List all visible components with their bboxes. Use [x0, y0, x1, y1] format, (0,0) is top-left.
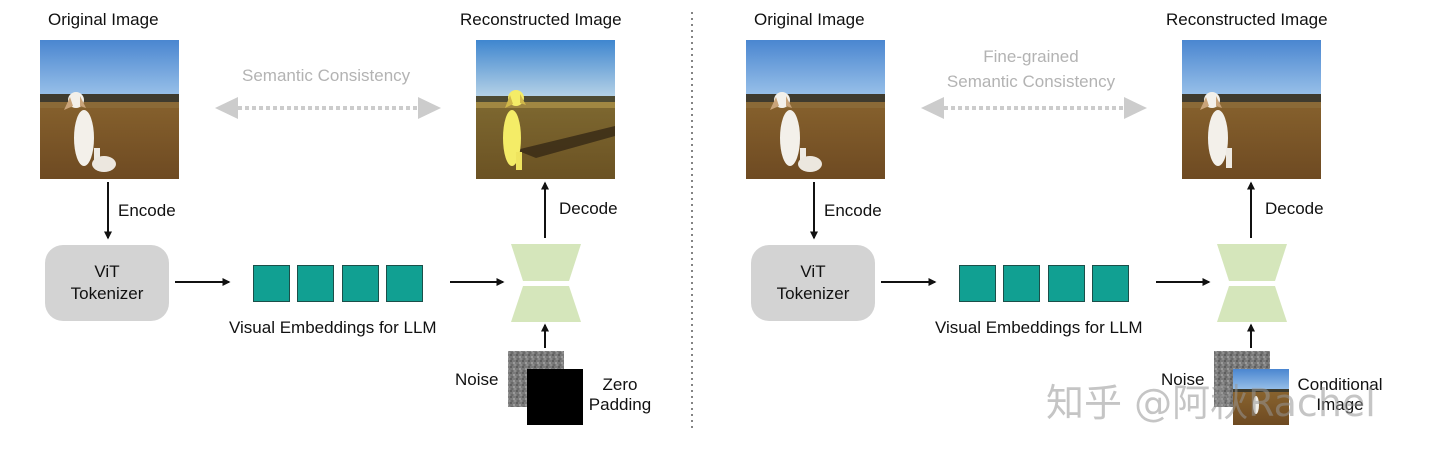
conditional-image-label: Conditional Image [1292, 375, 1388, 415]
embedding-token [386, 265, 423, 302]
tokenizer-line2: Tokenizer [70, 284, 144, 303]
embedding-token [342, 265, 379, 302]
vit-tokenizer: ViT Tokenizer [751, 245, 875, 321]
decoder-hourglass [511, 244, 581, 322]
fine-grained-consistency-arrow [921, 97, 1147, 119]
decode-label: Decode [1265, 199, 1324, 218]
tokenizer-line2: Tokenizer [776, 284, 850, 303]
reconstructed-photo [476, 40, 615, 179]
decoder-hourglass [1217, 244, 1287, 322]
embedding-token [1048, 265, 1085, 302]
semantic-consistency-arrow [215, 97, 441, 119]
padding-line2: Padding [588, 395, 652, 414]
encode-label: Encode [824, 201, 882, 220]
embedding-token [297, 265, 334, 302]
decode-label: Decode [559, 199, 618, 218]
semantic-consistency-label: Semantic Consistency [242, 66, 411, 85]
padding-line1: Zero [602, 375, 638, 394]
consistency-line1: Fine-grained [983, 47, 1079, 66]
original-photo [40, 40, 179, 179]
watermark-text: 知乎 @阿秋Rachel [1046, 381, 1376, 425]
noise-label: Noise [455, 370, 499, 389]
reconstructed-photo [1182, 40, 1321, 179]
consistency-line2: Semantic Consistency [946, 72, 1116, 91]
original-image-label: Original Image [48, 10, 159, 29]
tokenizer-line1: ViT [800, 262, 826, 281]
embedding-token [1003, 265, 1040, 302]
embeddings-label: Visual Embeddings for LLM [229, 318, 437, 337]
encode-label: Encode [118, 201, 176, 220]
embeddings-label: Visual Embeddings for LLM [935, 318, 1143, 337]
vit-tokenizer: ViT Tokenizer [45, 245, 169, 321]
embedding-token [253, 265, 290, 302]
original-photo [746, 40, 885, 179]
conditional-line2: Image [1316, 395, 1364, 414]
zero-padding-image [527, 369, 583, 425]
original-image-label: Original Image [754, 10, 865, 29]
reconstructed-image-label: Reconstructed Image [460, 10, 622, 29]
tokenizer-line1: ViT [94, 262, 120, 281]
conditional-line1: Conditional [1297, 375, 1383, 394]
embedding-token [959, 265, 996, 302]
noise-label: Noise [1161, 370, 1205, 389]
reconstructed-image-label: Reconstructed Image [1166, 10, 1328, 29]
zero-padding-label: Zero Padding [587, 375, 653, 415]
conditional-image [1233, 369, 1289, 425]
embedding-token [1092, 265, 1129, 302]
fine-grained-consistency-label: Fine-grained Semantic Consistency [944, 44, 1118, 94]
